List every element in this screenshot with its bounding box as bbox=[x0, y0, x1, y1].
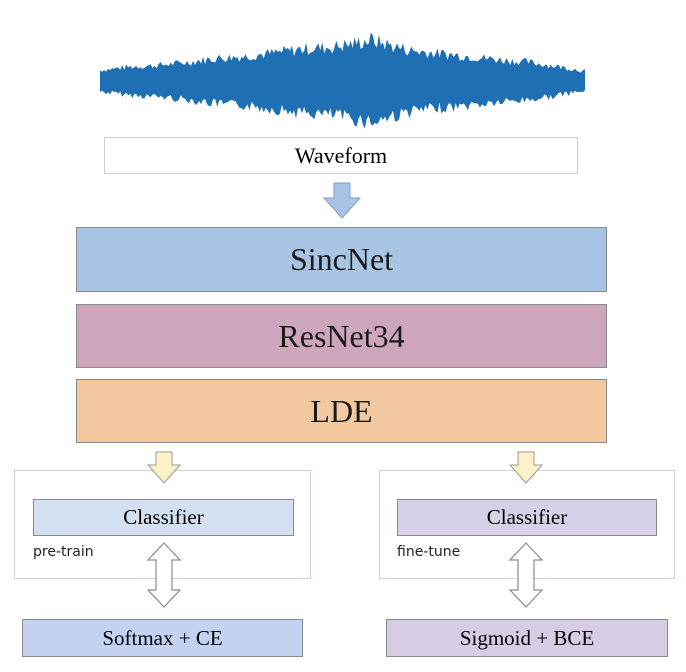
resnet34-block: ResNet34 bbox=[76, 304, 607, 368]
waveform-shape bbox=[100, 32, 585, 129]
double-arrow-right bbox=[508, 542, 544, 608]
waveform-graphic bbox=[100, 32, 585, 129]
sincnet-label: SincNet bbox=[289, 241, 394, 277]
arrow-down-lde-to-left-classifier bbox=[146, 451, 182, 484]
resnet34-label: ResNet34 bbox=[278, 317, 405, 354]
arrow-down-lde-to-right-classifier bbox=[508, 451, 544, 484]
classifier-left-label: Classifier bbox=[123, 505, 204, 529]
classifier-left: Classifier bbox=[33, 499, 294, 536]
double-arrow-left bbox=[146, 542, 182, 608]
finetune-phase-label: fine-tune bbox=[397, 544, 461, 560]
sigmoid-bce-box: Sigmoid + BCE bbox=[386, 619, 668, 657]
arrow-down-waveform-to-sincnet bbox=[322, 182, 362, 219]
waveform-label: Waveform bbox=[294, 142, 388, 168]
softmax-ce-box: Softmax + CE bbox=[22, 619, 303, 657]
sigmoid-bce-label: Sigmoid + BCE bbox=[459, 625, 595, 650]
classifier-right: Classifier bbox=[397, 499, 657, 536]
pretrain-phase-label: pre-train bbox=[33, 544, 94, 560]
classifier-right-label: Classifier bbox=[486, 505, 568, 529]
lde-block: LDE bbox=[76, 379, 607, 443]
sincnet-block: SincNet bbox=[76, 227, 607, 292]
waveform-label-box: Waveform bbox=[104, 137, 578, 174]
lde-label: LDE bbox=[310, 392, 373, 429]
softmax-ce-label: Softmax + CE bbox=[102, 625, 223, 650]
